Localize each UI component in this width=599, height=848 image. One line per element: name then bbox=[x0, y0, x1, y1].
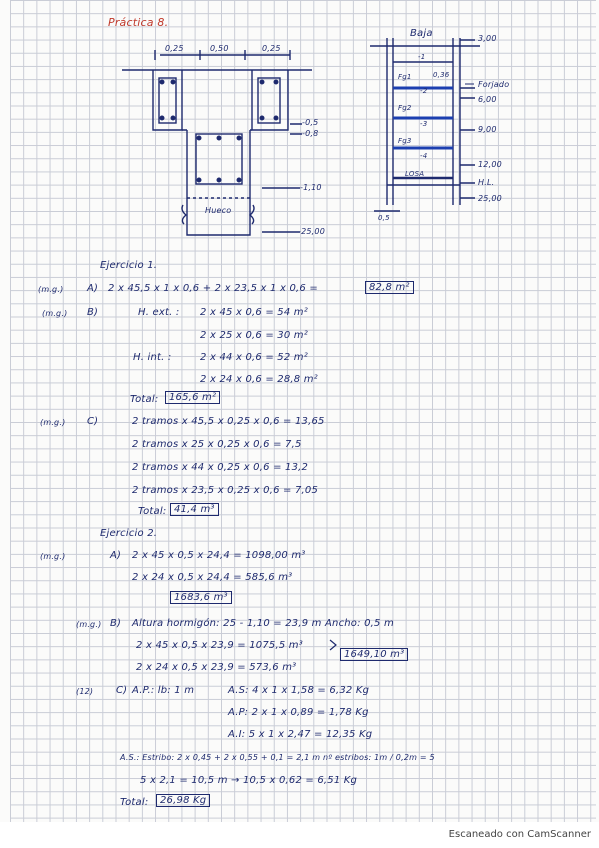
ej2-c-ai: A.I: 5 x 1 x 2,47 = 12,35 Kg bbox=[228, 729, 373, 740]
floor-minus2: -2 bbox=[420, 87, 428, 95]
page-title: Práctica 8. bbox=[108, 16, 169, 29]
ej1-a-result: 82,8 m² bbox=[365, 281, 414, 294]
ej2-c-as: A.S: 4 x 1 x 1,58 = 6,32 Kg bbox=[228, 685, 370, 696]
scan-footer bbox=[0, 822, 599, 848]
elev-forjado: Forjado bbox=[478, 80, 510, 89]
ej2-a-label: A) bbox=[110, 550, 122, 561]
dim-label-left: 0,25 bbox=[165, 44, 184, 53]
ej2-b-total: 1649,10 m³ bbox=[340, 648, 409, 661]
hueco-label: Hueco bbox=[205, 206, 232, 215]
ej2-a-1: 2 x 45 x 0,5 x 24,4 = 1098,00 m³ bbox=[132, 550, 306, 561]
ej1-c-total-label: Total: bbox=[138, 506, 167, 517]
ej1-c-tag: (m.g.) bbox=[40, 418, 66, 427]
elev-level-300: 3,00 bbox=[478, 34, 497, 43]
ej1-c-total: 41,4 m³ bbox=[170, 503, 219, 516]
elev-level-2500: 25,00 bbox=[478, 194, 502, 203]
ej1-c-4: 2 tramos x 23,5 x 0,25 x 0,6 = 7,05 bbox=[132, 485, 319, 496]
ej2-c-label: C) bbox=[116, 685, 128, 696]
ej1-b-ext-label: H. ext. : bbox=[138, 307, 180, 318]
dim-label-mid: 0,50 bbox=[210, 44, 229, 53]
floor-fg1: Fg1 bbox=[398, 73, 412, 81]
floor-fg2: Fg2 bbox=[398, 104, 412, 112]
ej2-b-title: Altura hormigón: 25 - 1,10 = 23,9 m Anch… bbox=[132, 618, 394, 629]
ej2-a-tag: (m.g.) bbox=[40, 552, 66, 561]
ej2-c-ap: A.P.: lb: 1 m bbox=[132, 685, 195, 696]
graph-paper-grid bbox=[10, 0, 596, 822]
ej2-c-total-label: Total: bbox=[120, 797, 149, 808]
building-elevation-drawing bbox=[370, 38, 480, 212]
scanner-watermark: Escaneado con CamScanner bbox=[448, 829, 591, 840]
level-label-1: -0,5 bbox=[302, 118, 319, 127]
floor-losa: LOSA bbox=[405, 170, 425, 178]
ej1-a-expr: 2 x 45,5 x 1 x 0,6 + 2 x 23,5 x 1 x 0,6 … bbox=[108, 283, 318, 294]
ej1-a-label: A) bbox=[87, 283, 99, 294]
ej2-b-1: 2 x 45 x 0,5 x 23,9 = 1075,5 m³ bbox=[136, 640, 303, 651]
ej2-c-estribo-2: 5 x 2,1 = 10,5 m → 10,5 x 0,62 = 6,51 Kg bbox=[140, 775, 358, 786]
level-label-4: -25,00 bbox=[298, 227, 325, 236]
ej2-a-2: 2 x 24 x 0,5 x 24,4 = 585,6 m³ bbox=[132, 572, 293, 583]
elev-level-900: 9,00 bbox=[478, 125, 497, 134]
ej1-b-int-2: 2 x 24 x 0,6 = 28,8 m² bbox=[200, 374, 318, 385]
floor-small-036: 0,36 bbox=[433, 71, 450, 79]
elev-level-1200: 12,00 bbox=[478, 160, 502, 169]
floor-minus1: -1 bbox=[418, 53, 426, 61]
baja-label: Baja bbox=[410, 28, 433, 39]
elev-small-05: 0,5 bbox=[378, 214, 390, 222]
floor-minus3: -3 bbox=[420, 120, 428, 128]
ej2-b-tag: (m.g.) bbox=[76, 620, 102, 629]
wall-section-drawing bbox=[122, 50, 312, 236]
level-label-2: -0,8 bbox=[302, 129, 319, 138]
ej1-c-label: C) bbox=[87, 416, 99, 427]
elev-hl: H.L. bbox=[478, 178, 495, 187]
ej1-c-3: 2 tramos x 44 x 0,25 x 0,6 = 13,2 bbox=[132, 462, 309, 473]
ej2-c-estribo: A.S.: Estribo: 2 x 0,45 + 2 x 0,55 + 0,1… bbox=[120, 753, 435, 762]
ej2-heading: Ejercicio 2. bbox=[100, 528, 158, 539]
ej1-b-ext-1: 2 x 45 x 0,6 = 54 m² bbox=[200, 307, 308, 318]
ej1-b-tag: (m.g.) bbox=[42, 309, 68, 318]
ej1-a-tag: (m.g.) bbox=[38, 285, 64, 294]
ej2-a-total: 1683,6 m³ bbox=[170, 591, 232, 604]
ej1-c-2: 2 tramos x 25 x 0,25 x 0,6 = 7,5 bbox=[132, 439, 302, 450]
ej1-b-total-label: Total: bbox=[130, 394, 159, 405]
ej2-b-2: 2 x 24 x 0,5 x 23,9 = 573,6 m³ bbox=[136, 662, 297, 673]
ej1-b-int-1: 2 x 44 x 0,6 = 52 m² bbox=[200, 352, 308, 363]
ej2-c-total: 26,98 Kg bbox=[156, 794, 211, 807]
floor-minus4: -4 bbox=[420, 152, 428, 160]
level-label-3: -1,10 bbox=[300, 183, 322, 192]
ej1-b-total: 165,6 m² bbox=[165, 391, 221, 404]
bracket-2b bbox=[329, 639, 337, 651]
ej1-b-ext-2: 2 x 25 x 0,6 = 30 m² bbox=[200, 330, 308, 341]
floor-fg3: Fg3 bbox=[398, 137, 412, 145]
ej1-c-1: 2 tramos x 45,5 x 0,25 x 0,6 = 13,65 bbox=[132, 416, 325, 427]
ej1-b-int-label: H. int. : bbox=[133, 352, 172, 363]
dim-label-right: 0,25 bbox=[262, 44, 281, 53]
ej2-b-label: B) bbox=[110, 618, 122, 629]
elev-level-600: 6,00 bbox=[478, 95, 497, 104]
ej2-c-tag: (12) bbox=[76, 687, 94, 696]
ej2-c-ap2: A.P: 2 x 1 x 0,89 = 1,78 Kg bbox=[228, 707, 369, 718]
ej1-heading: Ejercicio 1. bbox=[100, 260, 158, 271]
ej1-b-label: B) bbox=[87, 307, 99, 318]
